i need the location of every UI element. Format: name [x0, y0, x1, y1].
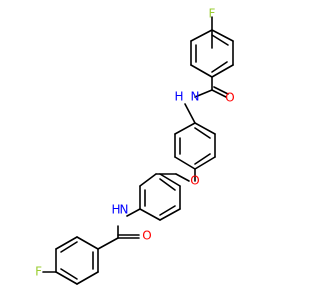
- hydrogen-atom-bottom: H: [111, 203, 120, 217]
- ether-oxygen-atom: O: [190, 174, 199, 188]
- bond-lines: [42, 16, 234, 285]
- hydrogen-atom-top: H: [174, 90, 183, 104]
- atom-labels: F N H O O N H O F: [35, 7, 235, 279]
- fluorine-atom-bottom: F: [35, 265, 42, 279]
- nitrogen-atom-top: N: [191, 90, 200, 104]
- oxygen-atom-top: O: [225, 91, 234, 105]
- fluorine-atom-top: F: [209, 7, 216, 21]
- oxygen-atom-bottom: O: [142, 229, 151, 243]
- nitrogen-atom-bottom: N: [120, 203, 129, 217]
- structural-formula: F N H O O N H O F: [35, 7, 235, 285]
